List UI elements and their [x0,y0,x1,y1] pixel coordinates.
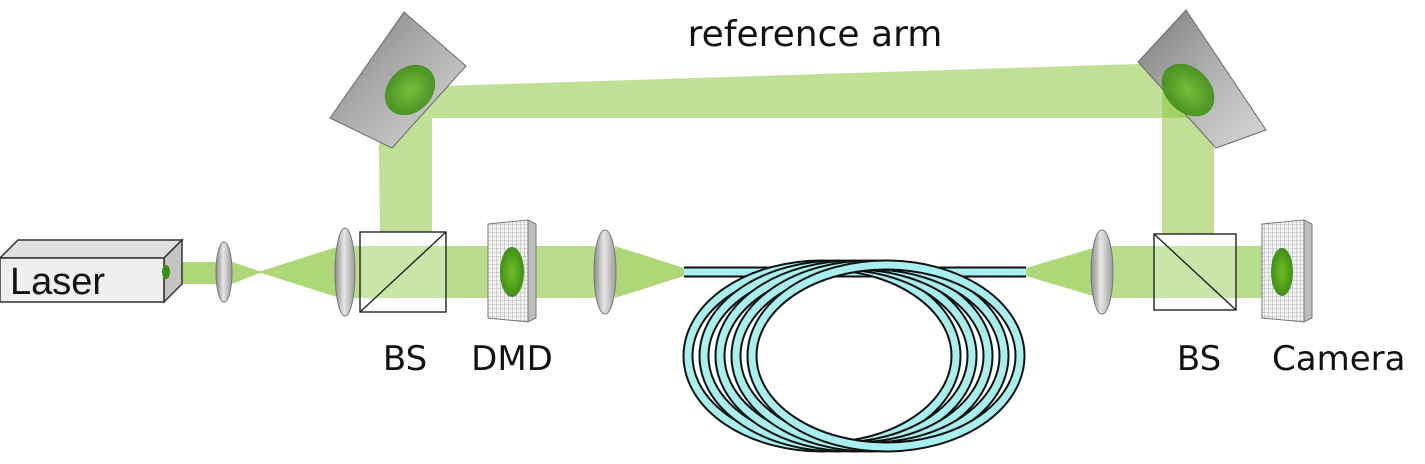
beam-segment [615,246,684,298]
mirror-beam-spot [384,64,436,116]
bs-left-label: BS [383,339,427,379]
beam-segment [1026,246,1100,298]
fiber-coil [732,261,1008,451]
lens-3 [593,229,617,315]
fiber-coil [716,261,992,451]
beam-segment [258,246,340,298]
left-mirror [329,11,467,149]
mirror-beam-spot [1161,63,1215,117]
beam-segment [378,62,1200,232]
lens-4 [1090,229,1114,315]
beam-splitter-left [359,231,447,313]
laser-label: Laser [10,261,105,303]
camera-beam-spot [1271,248,1293,296]
fiber-coils [682,259,1026,453]
reference-arm-label: reference arm [688,14,943,55]
laser-aperture [162,265,170,279]
reference-arm-beam [378,62,1214,234]
dmd-beam-spot [500,247,524,297]
lens-1 [215,241,233,303]
dmd [487,219,537,323]
laser-source: Laser [0,238,184,304]
fiber-coil [748,261,1024,451]
dmd-label: DMD [471,339,553,379]
bs-right-label: BS [1177,339,1221,379]
beam-splitter-right [1153,233,1237,311]
camera-label: Camera [1272,339,1405,379]
beam-segment [232,262,262,284]
camera-sensor [1261,219,1313,323]
fiber-coil [684,261,960,451]
beam-segment [348,246,600,298]
optical-fiber [682,259,1026,453]
lens-2 [334,227,356,317]
right-mirror [1137,9,1267,149]
fiber-coil [700,261,976,451]
